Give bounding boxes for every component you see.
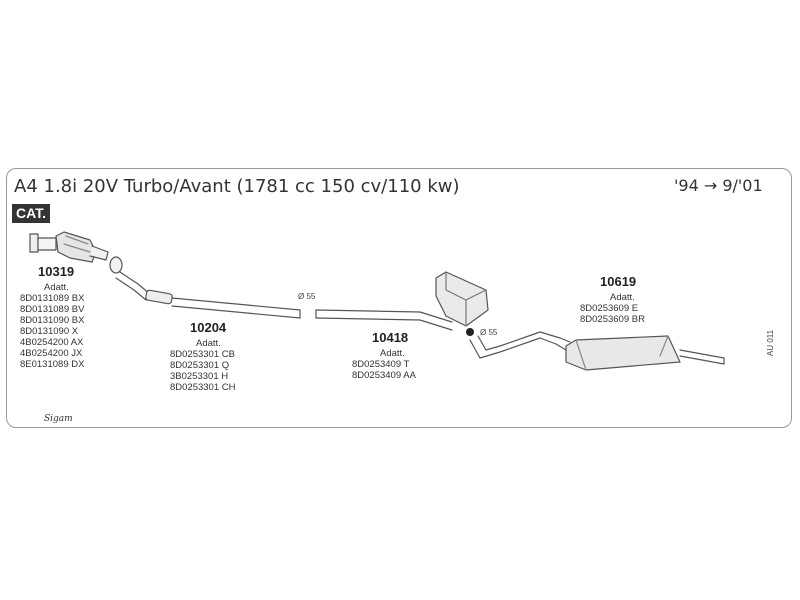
diameter-label: Ø 55 [298,292,316,301]
front-pipe-shape [115,271,301,319]
code-line: 4B0254200 JX [20,348,83,359]
code-line: 8D0253301 CB [170,349,235,360]
code-line: 8E0131089 DX [20,359,85,370]
code-line: 8D0253409 T [352,359,410,370]
part-ref-10418: 10418 [372,330,409,345]
part-codes-10619: 8D0253609 E 8D0253609 BR [580,303,645,325]
vehicle-title: A4 1.8i 20V Turbo/Avant (1781 cc 150 cv/… [14,176,460,197]
diameter-label: Ø 55 [480,328,498,337]
code-line: 8D0131089 BV [20,304,85,315]
code-line: 8D0253409 AA [352,370,416,381]
date-range: '94 → 9/'01 [674,176,763,195]
code-line: 8D0131090 BX [20,315,85,326]
middle-pipe-shape [315,271,489,331]
diagram-code: AU 011 [766,329,775,356]
cat-badge: CAT. [12,204,51,223]
code-line: 8D0253609 E [580,303,639,314]
code-line: 8D0253609 BR [580,314,645,325]
code-line: 4B0254200 AX [20,337,84,348]
rear-silencer-shape [469,331,725,371]
part-label-10619: Adatt. [610,292,635,303]
part-ref-10204: 10204 [190,320,227,335]
part-codes-10418: 8D0253409 T 8D0253409 AA [352,359,416,381]
code-line: 3B0253301 H [170,371,229,382]
catalytic-converter-shape [29,231,123,274]
part-label-10319: Adatt. [44,282,69,293]
clamp-shape [466,328,474,336]
code-line: 8D0253301 Q [170,360,230,371]
part-ref-10619: 10619 [600,274,637,289]
diagram-panel [6,168,792,428]
part-label-10204: Adatt. [196,338,221,349]
brand-logo: Sigam [44,414,73,424]
code-line: 8D0131090 X [20,326,79,337]
part-label-10418: Adatt. [380,348,405,359]
part-codes-10204: 8D0253301 CB 8D0253301 Q 3B0253301 H 8D0… [170,349,236,393]
part-codes-10319: 8D0131089 BX 8D0131089 BV 8D0131090 BX 8… [20,293,84,370]
code-line: 8D0253301 CH [170,382,236,393]
part-ref-10319: 10319 [38,264,75,279]
code-line: 8D0131089 BX [20,293,85,304]
